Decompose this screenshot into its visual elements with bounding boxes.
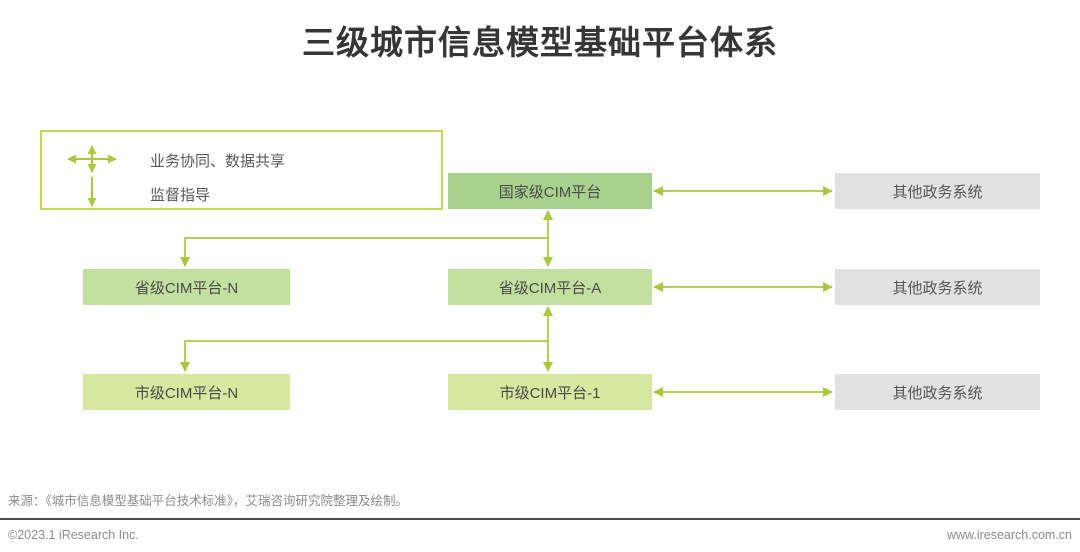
four-way-double-arrow-icon — [67, 145, 117, 173]
footer-divider — [0, 518, 1080, 520]
node-city-cim-platform-1: 市级CIM平台-1 — [448, 374, 652, 410]
node-other-gov-system-1: 其他政务系统 — [835, 173, 1040, 209]
website-url: www.iresearch.com.cn — [946, 528, 1072, 542]
node-provincial-cim-platform-a: 省级CIM平台-A — [448, 269, 652, 305]
copyright-text: ©2023.1 iResearch Inc. — [8, 528, 139, 542]
legend-label-collaboration: 业务协同、数据共享 — [150, 153, 286, 170]
node-other-gov-system-2: 其他政务系统 — [835, 269, 1040, 305]
node-other-gov-system-3: 其他政务系统 — [835, 374, 1040, 410]
source-note: 来源：《城市信息模型基础平台技术标准》，艾瑞咨询研究院整理及绘制。 — [8, 494, 409, 508]
node-provincial-cim-platform-n: 省级CIM平台-N — [83, 269, 290, 305]
arrow-branch-city-n — [180, 340, 548, 372]
down-arrow-icon — [87, 177, 97, 207]
node-national-cim-platform: 国家级CIM平台 — [448, 173, 652, 209]
legend-label-supervision: 监督指导 — [150, 187, 211, 204]
page-title: 三级城市信息模型基础平台体系 — [302, 24, 778, 61]
arrow-branch-provincial-n — [180, 237, 548, 267]
legend-box: 业务协同、数据共享 监督指导 — [40, 130, 443, 210]
node-city-cim-platform-n: 市级CIM平台-N — [83, 374, 290, 410]
